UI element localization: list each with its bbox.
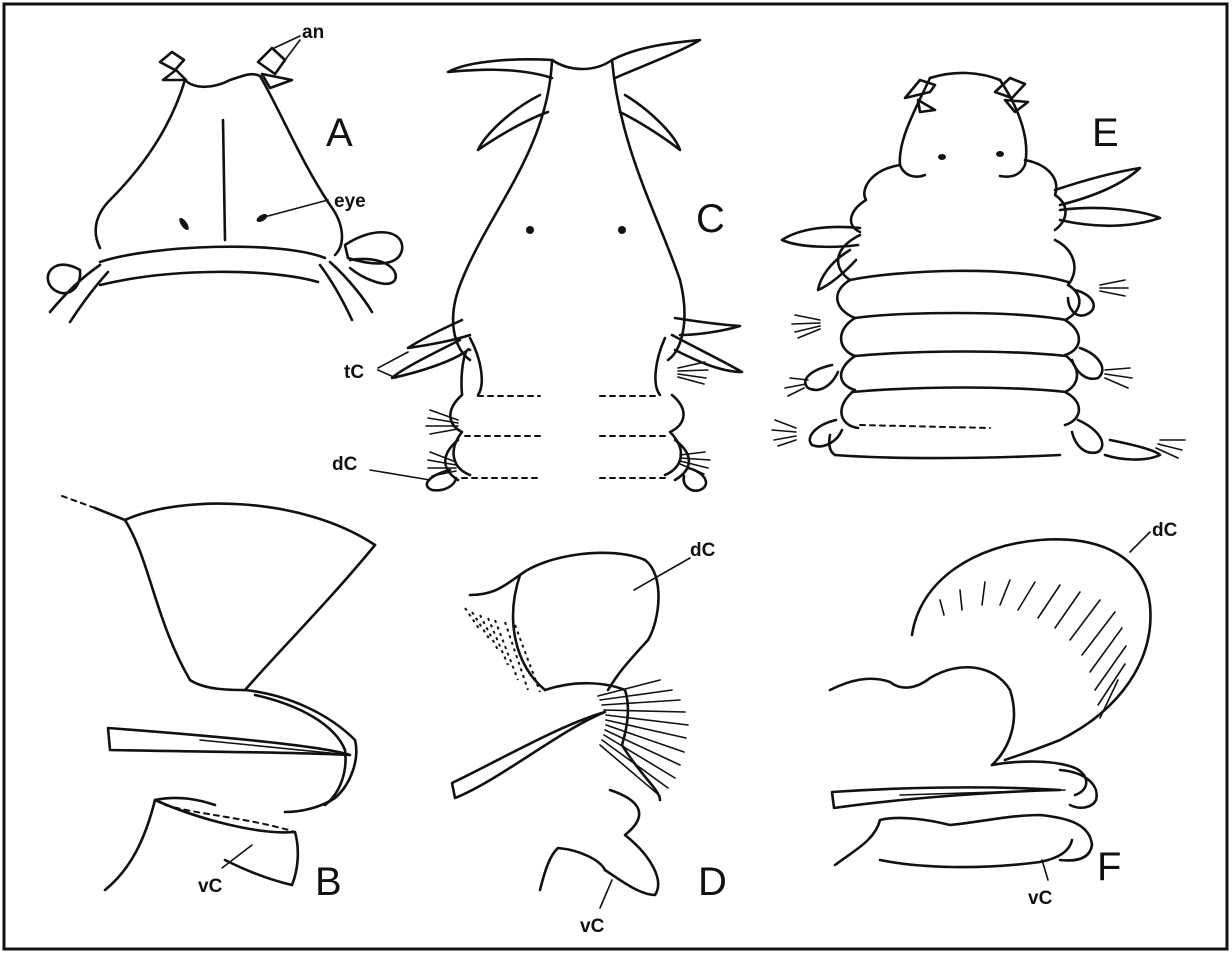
label-vc-d-leader	[600, 880, 612, 908]
panel-f: F dC vC	[830, 520, 1178, 909]
label-an-leader-2	[285, 40, 300, 60]
panel-a-letter: A	[326, 111, 353, 155]
label-tc-leader-2	[378, 370, 396, 378]
panel-f-letter: F	[1097, 845, 1121, 889]
label-eye: eye	[334, 191, 366, 212]
panel-d: D dC vC	[452, 540, 727, 937]
panel-c-anterior-drawing	[392, 40, 742, 491]
panel-d-parapodium-drawing	[452, 553, 688, 895]
label-an: an	[302, 22, 324, 43]
label-vc-d: vC	[580, 916, 605, 937]
label-vc-f-leader	[1042, 860, 1048, 880]
panel-c-letter: C	[696, 197, 725, 241]
panel-e-anterior-drawing	[772, 73, 1185, 460]
panel-e-letter: E	[1092, 111, 1119, 155]
label-vc-b: vC	[198, 876, 223, 897]
panel-b: B vC	[62, 496, 375, 904]
panel-c: C tC dC	[332, 40, 742, 491]
panel-b-parapodium-drawing	[62, 496, 375, 890]
label-dc-f: dC	[1152, 520, 1178, 541]
label-dc-f-leader	[1130, 532, 1150, 552]
label-vc-f: vC	[1028, 888, 1053, 909]
label-an-leader	[270, 36, 300, 50]
panel-b-letter: B	[315, 860, 342, 904]
panel-d-letter: D	[698, 860, 727, 904]
label-dc-c-leader	[370, 470, 430, 480]
panel-e: E	[772, 73, 1185, 460]
label-dc-c: dC	[332, 454, 358, 475]
panel-a: A an eye	[48, 22, 402, 322]
panel-f-parapodium-drawing	[830, 539, 1150, 867]
panel-a-head-drawing	[48, 48, 402, 322]
label-dc-d: dC	[690, 540, 716, 561]
label-dc-d-leader	[634, 558, 690, 590]
label-tc-leader	[378, 352, 408, 368]
figure-border	[4, 4, 1227, 949]
label-tc: tC	[344, 362, 364, 383]
